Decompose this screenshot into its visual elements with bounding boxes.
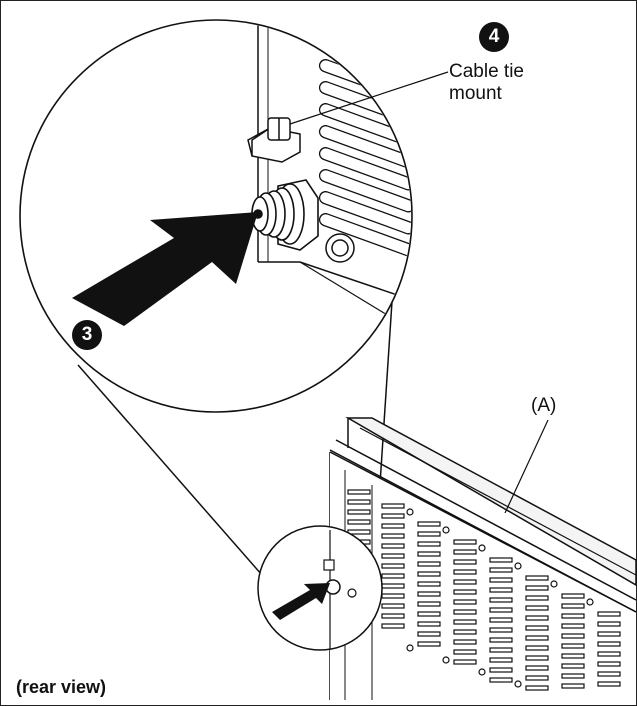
view-caption: (rear view) bbox=[16, 677, 107, 697]
magnified-circle bbox=[19, 19, 449, 413]
part-a-label: (A) bbox=[531, 395, 557, 416]
step-3-badge: 3 bbox=[72, 320, 102, 350]
insert-arrow bbox=[72, 212, 258, 326]
round-fastener bbox=[325, 233, 355, 263]
cable-tie-label-line1: Cable tie bbox=[449, 61, 524, 82]
part-a-leader bbox=[504, 419, 549, 514]
chassis-device-a bbox=[329, 417, 637, 700]
step-4-badge: 4 bbox=[479, 22, 509, 52]
zoom-source-circle bbox=[257, 525, 383, 651]
cable-tie-leader bbox=[289, 71, 449, 125]
zoom-tangent-left bbox=[77, 364, 263, 576]
cable-tie-mount bbox=[247, 117, 301, 163]
small-arrow bbox=[272, 583, 330, 620]
cable-tie-label-line2: mount bbox=[449, 83, 502, 104]
